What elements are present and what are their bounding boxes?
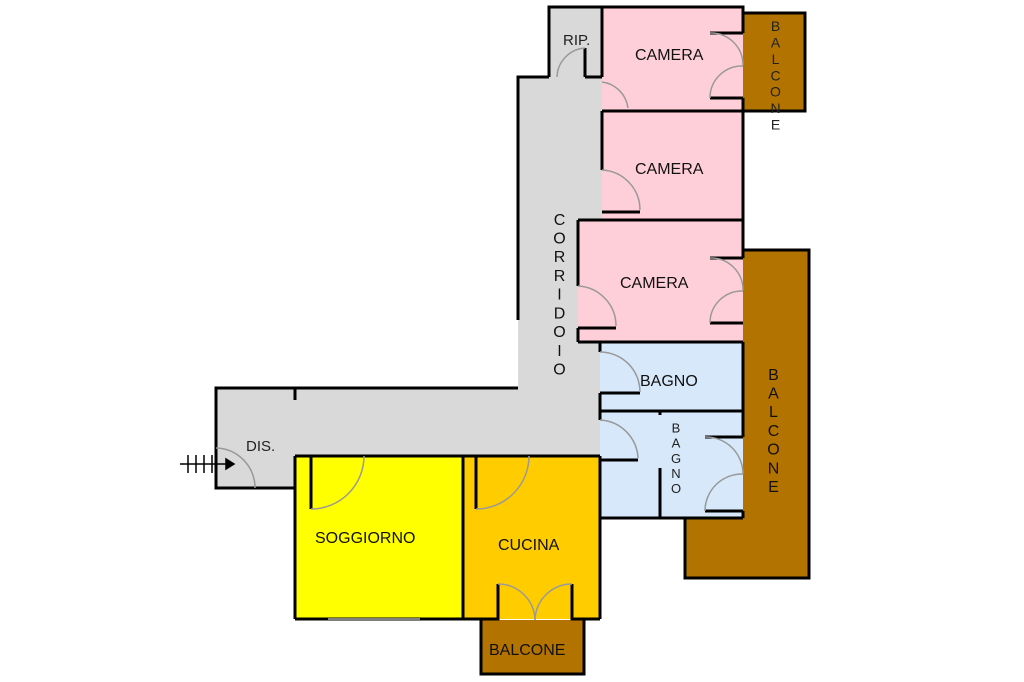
room-camera-2: [602, 111, 743, 220]
label-soggiorno: SOGGIORNO: [315, 530, 415, 547]
label-rip: RIP.: [563, 32, 590, 49]
label-camera-1: CAMERA: [635, 47, 704, 64]
label-cucina: CUCINA: [498, 537, 560, 554]
doors: [215, 32, 744, 621]
room-balcone-right: [685, 250, 809, 578]
room-camera-1: [602, 7, 743, 111]
label-dis: DIS.: [246, 438, 275, 455]
room-dis: [216, 388, 296, 488]
room-bagno-1: [600, 342, 743, 411]
room-cucina: [463, 456, 600, 619]
room-rip: [549, 7, 602, 77]
label-balcone-bottom: BALCONE: [489, 642, 565, 659]
room-balcone-bottom: [481, 620, 584, 674]
label-camera-3: CAMERA: [620, 275, 689, 292]
entrance-arrow-icon: [180, 455, 236, 473]
label-bagno-1: BAGNO: [640, 373, 698, 390]
label-camera-2: CAMERA: [635, 161, 704, 178]
room-balcone-top: [743, 13, 805, 111]
room-soggiorno: [295, 456, 463, 619]
